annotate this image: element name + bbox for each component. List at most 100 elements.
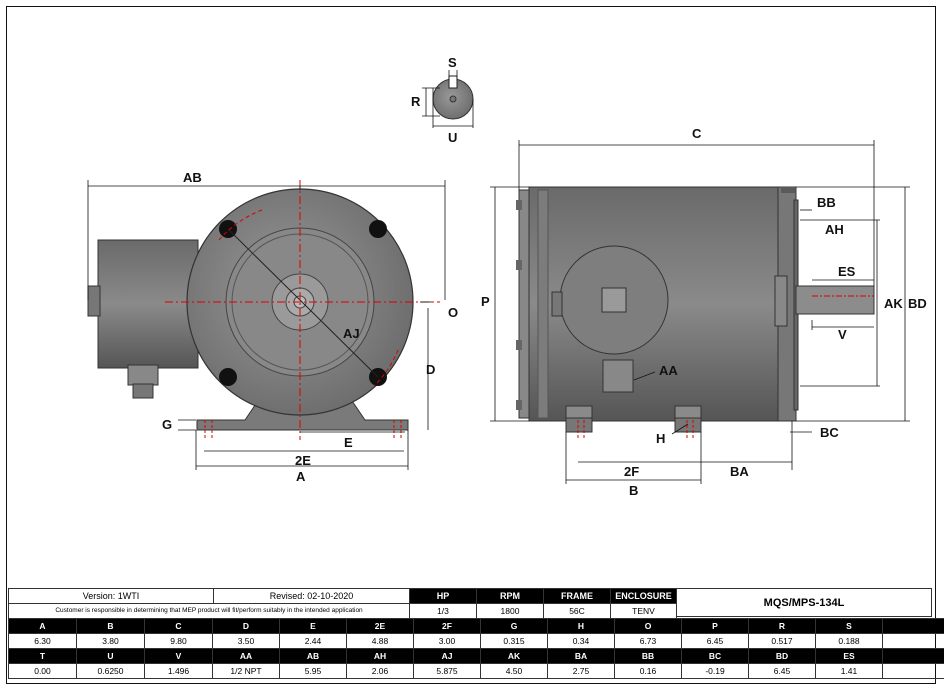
dim-label-o: O [448, 305, 458, 320]
dim-header-r: R [748, 618, 816, 634]
dim-value-b: 3.80 [76, 633, 145, 649]
dim-value-2e: 4.88 [346, 633, 414, 649]
dim-value-u: 0.6250 [76, 663, 145, 679]
dim-value-s: 0.188 [815, 633, 883, 649]
dim-label-c: C [692, 126, 702, 141]
spec-header-hp: HP [409, 588, 477, 604]
dim-value-d: 3.50 [212, 633, 280, 649]
dim-label-bd: BD [908, 296, 927, 311]
dim-label-u: U [448, 130, 457, 145]
revised-cell: Revised: 02-10-2020 [213, 588, 410, 604]
spec-value-rpm: 1800 [476, 603, 544, 619]
title-block-info: Version: 1WTI Revised: 02-10-2020 HP RPM… [8, 588, 677, 619]
dim-value-aa: 1/2 NPT [212, 663, 280, 679]
dim-value-g: 0.315 [480, 633, 548, 649]
dim-label-es: ES [838, 264, 856, 279]
disclaimer-cell: Customer is responsible in determining t… [8, 603, 410, 619]
dim-header-ak: AK [480, 648, 548, 664]
dim-header-o: O [614, 618, 682, 634]
dim-value-h: 0.34 [547, 633, 615, 649]
dim-label-ak: AK [884, 296, 903, 311]
dim-header-ab: AB [279, 648, 347, 664]
side-view [490, 140, 910, 484]
dim-header-p: P [681, 618, 749, 634]
shaft-end-view [422, 70, 474, 128]
dim-header-g: G [480, 618, 548, 634]
dim-label-2f: 2F [624, 464, 639, 479]
dim-label-ab: AB [183, 170, 202, 185]
dim-label-e: E [344, 435, 353, 450]
dim-header-2f: 2F [413, 618, 481, 634]
dim-header-d: D [212, 618, 280, 634]
dim-label-b: B [629, 483, 638, 498]
dim-header-e: E [279, 618, 347, 634]
dim-header-h: H [547, 618, 615, 634]
dim-empty-cell [882, 648, 944, 664]
dim-value-ak: 4.50 [480, 663, 548, 679]
dim-header-t: T [8, 648, 77, 664]
dim-value-v: 1.496 [144, 663, 213, 679]
dim-value-c: 9.80 [144, 633, 213, 649]
dim-value-p: 6.45 [681, 633, 749, 649]
dim-label-p: P [481, 294, 490, 309]
dim-label-g: G [162, 417, 172, 432]
dim-value-bb: 0.16 [614, 663, 682, 679]
dim-value-o: 6.73 [614, 633, 682, 649]
dim-label-r: R [411, 94, 421, 109]
dim-label-h: H [656, 431, 665, 446]
dim-empty-cell [882, 663, 944, 679]
dim-label-s: S [448, 55, 457, 70]
model-title: MQS/MPS-134L [676, 588, 932, 617]
dim-value-e: 2.44 [279, 633, 347, 649]
dim-header-ba: BA [547, 648, 615, 664]
dim-label-ba: BA [730, 464, 749, 479]
dim-header-bb: BB [614, 648, 682, 664]
dim-label-bb: BB [817, 195, 836, 210]
dim-label-ah: AH [825, 222, 844, 237]
spec-header-frame: FRAME [543, 588, 611, 604]
dim-value-r: 0.517 [748, 633, 816, 649]
spec-value-hp: 1/3 [409, 603, 477, 619]
spec-value-enclosure: TENV [610, 603, 677, 619]
dim-value-2f: 3.00 [413, 633, 481, 649]
dim-header-s: S [815, 618, 883, 634]
spec-header-enclosure: ENCLOSURE [610, 588, 677, 604]
dim-header-bc: BC [681, 648, 749, 664]
spec-header-rpm: RPM [476, 588, 544, 604]
dim-header-b: B [76, 618, 145, 634]
dim-header-bd: BD [748, 648, 816, 664]
dim-header-ah: AH [346, 648, 414, 664]
version-cell: Version: 1WTI [8, 588, 214, 604]
dim-header-a: A [8, 618, 77, 634]
dim-value-ab: 5.95 [279, 663, 347, 679]
dim-header-c: C [144, 618, 213, 634]
dim-value-bd: 6.45 [748, 663, 816, 679]
dim-label-d: D [426, 362, 435, 377]
dim-label-aj: AJ [343, 326, 360, 341]
dim-header-aa: AA [212, 648, 280, 664]
dim-value-bc: -0.19 [681, 663, 749, 679]
dim-header-2e: 2E [346, 618, 414, 634]
dim-value-ah: 2.06 [346, 663, 414, 679]
dim-empty-cell [882, 618, 944, 634]
front-view [87, 180, 446, 470]
spec-value-frame: 56C [543, 603, 611, 619]
dim-header-u: U [76, 648, 145, 664]
dim-header-v: V [144, 648, 213, 664]
dim-label-aa: AA [659, 363, 678, 378]
dim-label-a: A [296, 469, 306, 484]
dim-value-t: 0.00 [8, 663, 77, 679]
dim-value-aj: 5.875 [413, 663, 481, 679]
dim-label-bc: BC [820, 425, 839, 440]
dim-value-es: 1.41 [815, 663, 883, 679]
dim-value-a: 6.30 [8, 633, 77, 649]
dim-label-2e: 2E [295, 453, 311, 468]
dim-header-aj: AJ [413, 648, 481, 664]
dim-value-ba: 2.75 [547, 663, 615, 679]
